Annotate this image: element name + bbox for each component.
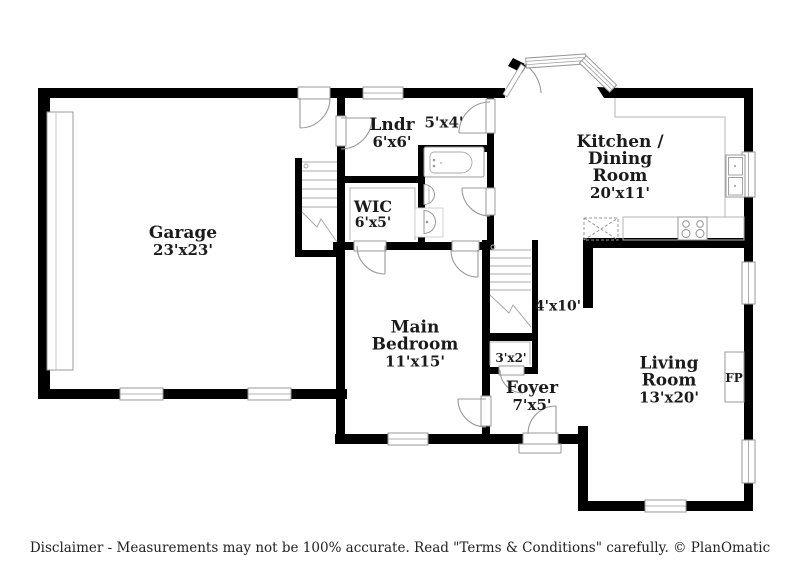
room-label-foyer: Foyer 7'x5' bbox=[505, 378, 559, 414]
wall-garage-right bbox=[337, 88, 345, 242]
bathroom-door-frame bbox=[485, 187, 496, 216]
wic-door-arc bbox=[356, 245, 386, 275]
doors-layer bbox=[297, 86, 562, 454]
laundry-door-arc bbox=[340, 117, 373, 150]
room-label-wic: WIC 6'x5' bbox=[353, 197, 393, 231]
wall-kitchen-top bbox=[605, 88, 753, 98]
front-door-arc bbox=[527, 405, 557, 435]
wall-basement-stairs-left bbox=[295, 158, 302, 257]
wall-top bbox=[38, 88, 505, 98]
bedroom-hall-door-frame bbox=[451, 240, 480, 252]
room-label-garage: Garage 23'x23' bbox=[148, 223, 218, 259]
wall-bedroom-top bbox=[333, 242, 494, 250]
wall-basement-stairs-bottom bbox=[295, 250, 345, 257]
main-stairs bbox=[489, 244, 532, 328]
bedroom-door-arc bbox=[457, 398, 487, 428]
wall-bedroom-left bbox=[336, 242, 345, 444]
laundry-door-frame bbox=[335, 115, 347, 147]
wic-door-frame bbox=[353, 240, 387, 252]
closet-door-frame bbox=[498, 365, 525, 376]
room-label-living-room: Living Room 13'x20' bbox=[639, 353, 699, 407]
kitchen-sink bbox=[725, 154, 746, 198]
window-mullions bbox=[120, 92, 749, 507]
garage-door bbox=[46, 111, 74, 371]
wall-closet-top bbox=[482, 333, 538, 341]
bathroom-fixtures bbox=[414, 146, 485, 238]
entry-bay-door-leaf bbox=[502, 63, 526, 98]
wall-laundry-wic bbox=[337, 176, 425, 183]
closet-door-arc bbox=[499, 369, 524, 394]
wall-stairs-left bbox=[482, 240, 490, 397]
wall-living-left-upper bbox=[583, 247, 593, 308]
kitchen-counter bbox=[614, 98, 726, 217]
wall-laundry-bath bbox=[418, 145, 425, 250]
room-label-kitchen: Kitchen / Dining Room 20'x11' bbox=[576, 132, 664, 202]
garage-entry-door-arc bbox=[299, 97, 331, 129]
bedroom-door-frame bbox=[480, 395, 492, 427]
wall-bedroom-bottom bbox=[335, 434, 588, 444]
fireplace-label: FP bbox=[725, 371, 743, 385]
closet-shelving bbox=[489, 341, 531, 365]
wall-garage-bottom bbox=[38, 389, 347, 399]
room-label-main-bedroom: Main Bedroom 11'x15' bbox=[371, 317, 459, 371]
basement-stairs bbox=[301, 161, 338, 243]
wall-stairs-right bbox=[532, 240, 538, 374]
bathtub-faucet bbox=[432, 158, 436, 162]
kitchen-fixtures bbox=[583, 98, 746, 241]
bay-window-top bbox=[525, 53, 587, 69]
front-door-sill bbox=[518, 443, 562, 454]
fireplace bbox=[724, 351, 745, 403]
wall-kitchen-living bbox=[583, 238, 753, 248]
stove bbox=[677, 216, 708, 241]
room-label-bathroom: 5'x4' bbox=[424, 113, 464, 132]
hall-door-arc bbox=[458, 101, 491, 134]
wall-living-left-lower bbox=[578, 426, 588, 511]
room-label-laundry: Lndr 6'x6' bbox=[369, 115, 415, 151]
bathtub-basin bbox=[429, 151, 473, 174]
garage-entry-door-frame bbox=[297, 86, 331, 100]
front-door-frame bbox=[522, 432, 559, 446]
appliance-space bbox=[583, 217, 619, 241]
room-label-closet: 3'x2' bbox=[495, 351, 527, 365]
bedroom-hall-door-arc bbox=[450, 249, 479, 278]
door-arcs-layer bbox=[299, 63, 557, 435]
bathroom-sink-faucet bbox=[425, 220, 429, 224]
room-label-stairs: 4'x10' bbox=[534, 298, 582, 315]
bathroom-sink bbox=[423, 209, 436, 235]
hall-door-frame bbox=[485, 98, 496, 134]
bay-window-angled bbox=[578, 55, 618, 93]
wall-bay-corner bbox=[597, 87, 620, 98]
wall-hall-left bbox=[487, 98, 494, 242]
wall-bedroom-right-stub bbox=[482, 425, 490, 444]
bathroom-door-arc bbox=[461, 187, 491, 217]
disclaimer-text: Disclaimer - Measurements may not be 100… bbox=[29, 540, 771, 556]
